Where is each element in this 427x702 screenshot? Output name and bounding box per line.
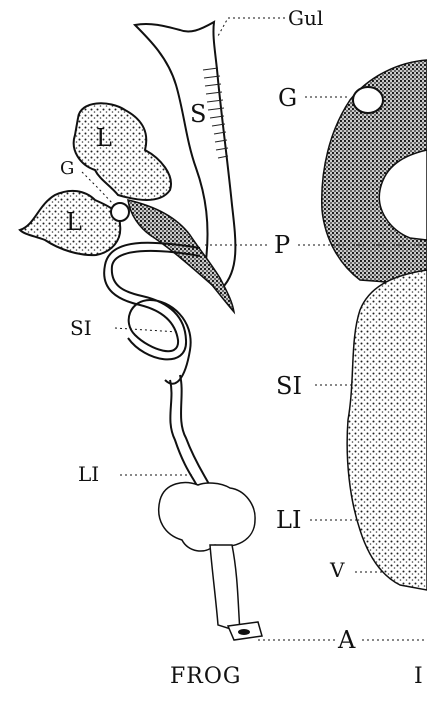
- label-pancreas: P: [274, 233, 290, 257]
- label-large-intestine-left: LI: [78, 464, 99, 484]
- label-large-intestine-right: LI: [276, 508, 301, 532]
- gall-bladder: [111, 203, 129, 221]
- large-intestine-shape: [159, 483, 255, 551]
- right-coils-mass: [347, 270, 427, 590]
- label-anus: A: [338, 628, 355, 652]
- label-small-intestine-right: SI: [276, 374, 302, 398]
- label-v: V: [330, 560, 344, 580]
- label-stomach: S: [190, 102, 206, 126]
- small-intestine-shape: [104, 243, 200, 384]
- right-gall-bladder: [353, 87, 383, 113]
- label-liver-lower: L: [66, 210, 82, 234]
- rectum-shape: [210, 545, 240, 632]
- caption-right-partial: I: [414, 666, 424, 688]
- label-liver-upper: L: [96, 126, 112, 150]
- label-gall-bladder-right: G: [278, 86, 297, 110]
- anus-opening: [238, 629, 250, 635]
- label-small-intestine-left: SI: [70, 318, 92, 338]
- label-gall-bladder-left: G: [60, 160, 74, 178]
- small-intestine-lower: [170, 375, 210, 488]
- label-gullet: Gul: [288, 8, 323, 28]
- caption-frog: FROG: [170, 666, 241, 688]
- liver-upper-lobe: [74, 103, 171, 200]
